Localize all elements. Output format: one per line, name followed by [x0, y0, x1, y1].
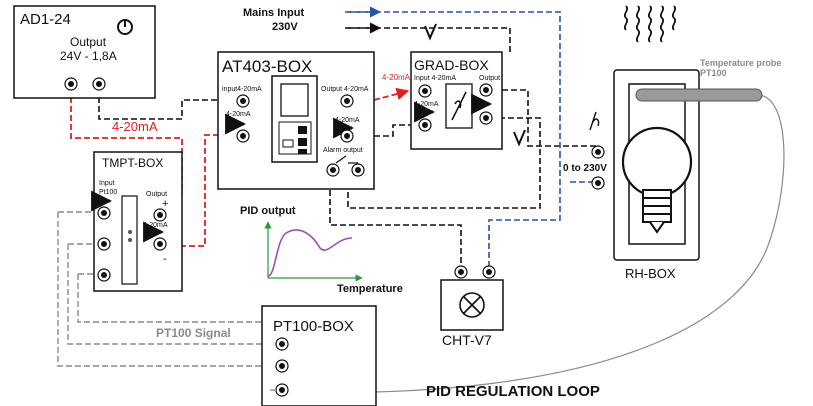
ad1-terminal-minus [92, 77, 106, 91]
wire-mains-blue [348, 11, 561, 152]
tmpt-title: TMPT-BOX [102, 156, 163, 170]
red-short-label: 4-20mA [382, 73, 411, 82]
grad-terminal-in2 [418, 118, 432, 132]
wire-red-at403-to-grad [373, 87, 410, 101]
cht-box: CHT-V7 [440, 265, 504, 348]
ad1-output-label: Output [70, 35, 107, 49]
controller-down-key [298, 138, 307, 146]
at403-output-label: Output 4-20mA [321, 86, 369, 93]
at403-terminal-alarm1 [326, 163, 340, 177]
power-icon [117, 19, 133, 35]
tmpt-terminal-out2 [153, 237, 167, 251]
alarm-switch-icon [335, 155, 358, 164]
tmpt-led-2 [128, 238, 132, 242]
loop-title: PID REGULATION LOOP [426, 383, 600, 400]
pid-curve-graphic: PID output Temperature [240, 205, 403, 295]
grad-terminal-out1 [479, 83, 493, 97]
at403-terminal-out1 [340, 94, 354, 108]
pt100-terminal-3 [275, 383, 289, 397]
zero-230-label: 0 to 230V [563, 163, 607, 174]
rh-box: RH-BOX Temperature probe PT100 0 to 230V [563, 5, 781, 281]
tmpt-led-1 [128, 230, 132, 234]
cht-title: CHT-V7 [442, 332, 492, 348]
rh-title: RH-BOX [625, 266, 676, 281]
at403-420b-label: 4-20mA [335, 117, 360, 124]
wire-alarm-to-cht [329, 172, 462, 268]
grad-output-label: Output [479, 75, 500, 82]
tmpt-minus-label: - [163, 253, 167, 265]
switch-icon-mains [424, 23, 437, 41]
wire-blue-cht [488, 152, 561, 268]
pt100-signal-label: PT100 Signal [156, 326, 231, 340]
grad-input-label: Input 4-20mA [414, 75, 456, 82]
red-signal-label: 4-20mA [112, 119, 158, 134]
wire-pt100-b [67, 244, 280, 345]
tmpt-plus-label: + [162, 198, 168, 210]
ad1-title: AD1-24 [20, 11, 71, 28]
pt100-title: PT100-BOX [273, 318, 354, 335]
bulb-icon [621, 126, 693, 234]
at403-input-label: input4-20mA [222, 86, 262, 93]
at403-terminal-in1 [236, 94, 250, 108]
controller-key [282, 139, 294, 148]
ad1-box: AD1-24 Output 24V - 1,8A [13, 5, 156, 99]
controller-display [280, 83, 309, 117]
tmpt-terminal-in1 [97, 206, 111, 220]
wire-grad-return [347, 117, 541, 209]
dimmer-icon [451, 91, 467, 121]
cht-terminal-2 [482, 265, 496, 279]
tmpt-pt100-label: Pt100 [99, 189, 117, 196]
at403-box: AT403-BOX input4-20mA 4-20mA Output 4-20… [217, 51, 375, 190]
tmpt-box: TMPT-BOX Input Pt100 Output 4-20mA + - [91, 151, 183, 292]
mains-label: Mains Input [243, 7, 304, 19]
heat-waves-icon [623, 5, 677, 43]
cht-terminal-1 [454, 265, 468, 279]
tmpt-input-label: Input [99, 180, 115, 187]
tmpt-terminal-out1 [153, 208, 167, 222]
grad-box: GRAD-BOX Input 4-20mA Output 4-20mA [410, 51, 503, 150]
at403-420a-label: 4-20mA [226, 111, 251, 118]
wire-probe-cable [374, 94, 785, 393]
at403-title: AT403-BOX [222, 57, 312, 76]
dimmer-small-icon [589, 111, 600, 131]
at403-terminal-alarm2 [351, 163, 365, 177]
probe-sub-label: PT100 [700, 68, 727, 78]
wire-black-power [98, 88, 240, 120]
pt100-terminal-2 [275, 359, 289, 373]
at403-terminal-in2 [236, 129, 250, 143]
wires [57, 6, 785, 393]
wire-mains-black [348, 27, 511, 52]
grad-terminal-out2 [479, 111, 493, 125]
mains-volt-label: 230V [272, 21, 298, 33]
probe-label: Temperature probe [700, 58, 781, 68]
tmpt-terminal-in3 [97, 268, 111, 282]
wire-pt100-a [57, 212, 280, 367]
rh-terminal-2 [591, 176, 605, 190]
grad-420-label: 4-20mA [414, 101, 439, 108]
pt100-box: PT100-BOX PT100 Signal [156, 305, 377, 406]
tmpt-420-label: 4-20mA [143, 222, 168, 229]
at403-alarm-label: Alarm output [323, 147, 363, 154]
tmpt-terminal-in2 [97, 237, 111, 251]
ad1-voltage-label: 24V - 1,8A [60, 49, 117, 63]
pid-curve [267, 229, 353, 277]
rh-terminal-1 [591, 145, 605, 159]
grad-title: GRAD-BOX [414, 57, 489, 73]
ad1-terminal-plus [64, 77, 78, 91]
controller-set-key [298, 149, 307, 154]
lamp-icon [459, 292, 485, 318]
temperature-probe-rod [635, 88, 763, 102]
pt100-terminal-1 [275, 337, 289, 351]
controller-up-key [298, 126, 307, 134]
temperature-label: Temperature [337, 283, 403, 295]
grad-terminal-in1 [418, 84, 432, 98]
at403-terminal-out2 [340, 129, 354, 143]
pid-output-label: PID output [240, 205, 296, 217]
switch-icon-grad [513, 129, 526, 147]
tmpt-output-label: Output [146, 191, 167, 198]
wire-pt100-c [77, 274, 280, 323]
